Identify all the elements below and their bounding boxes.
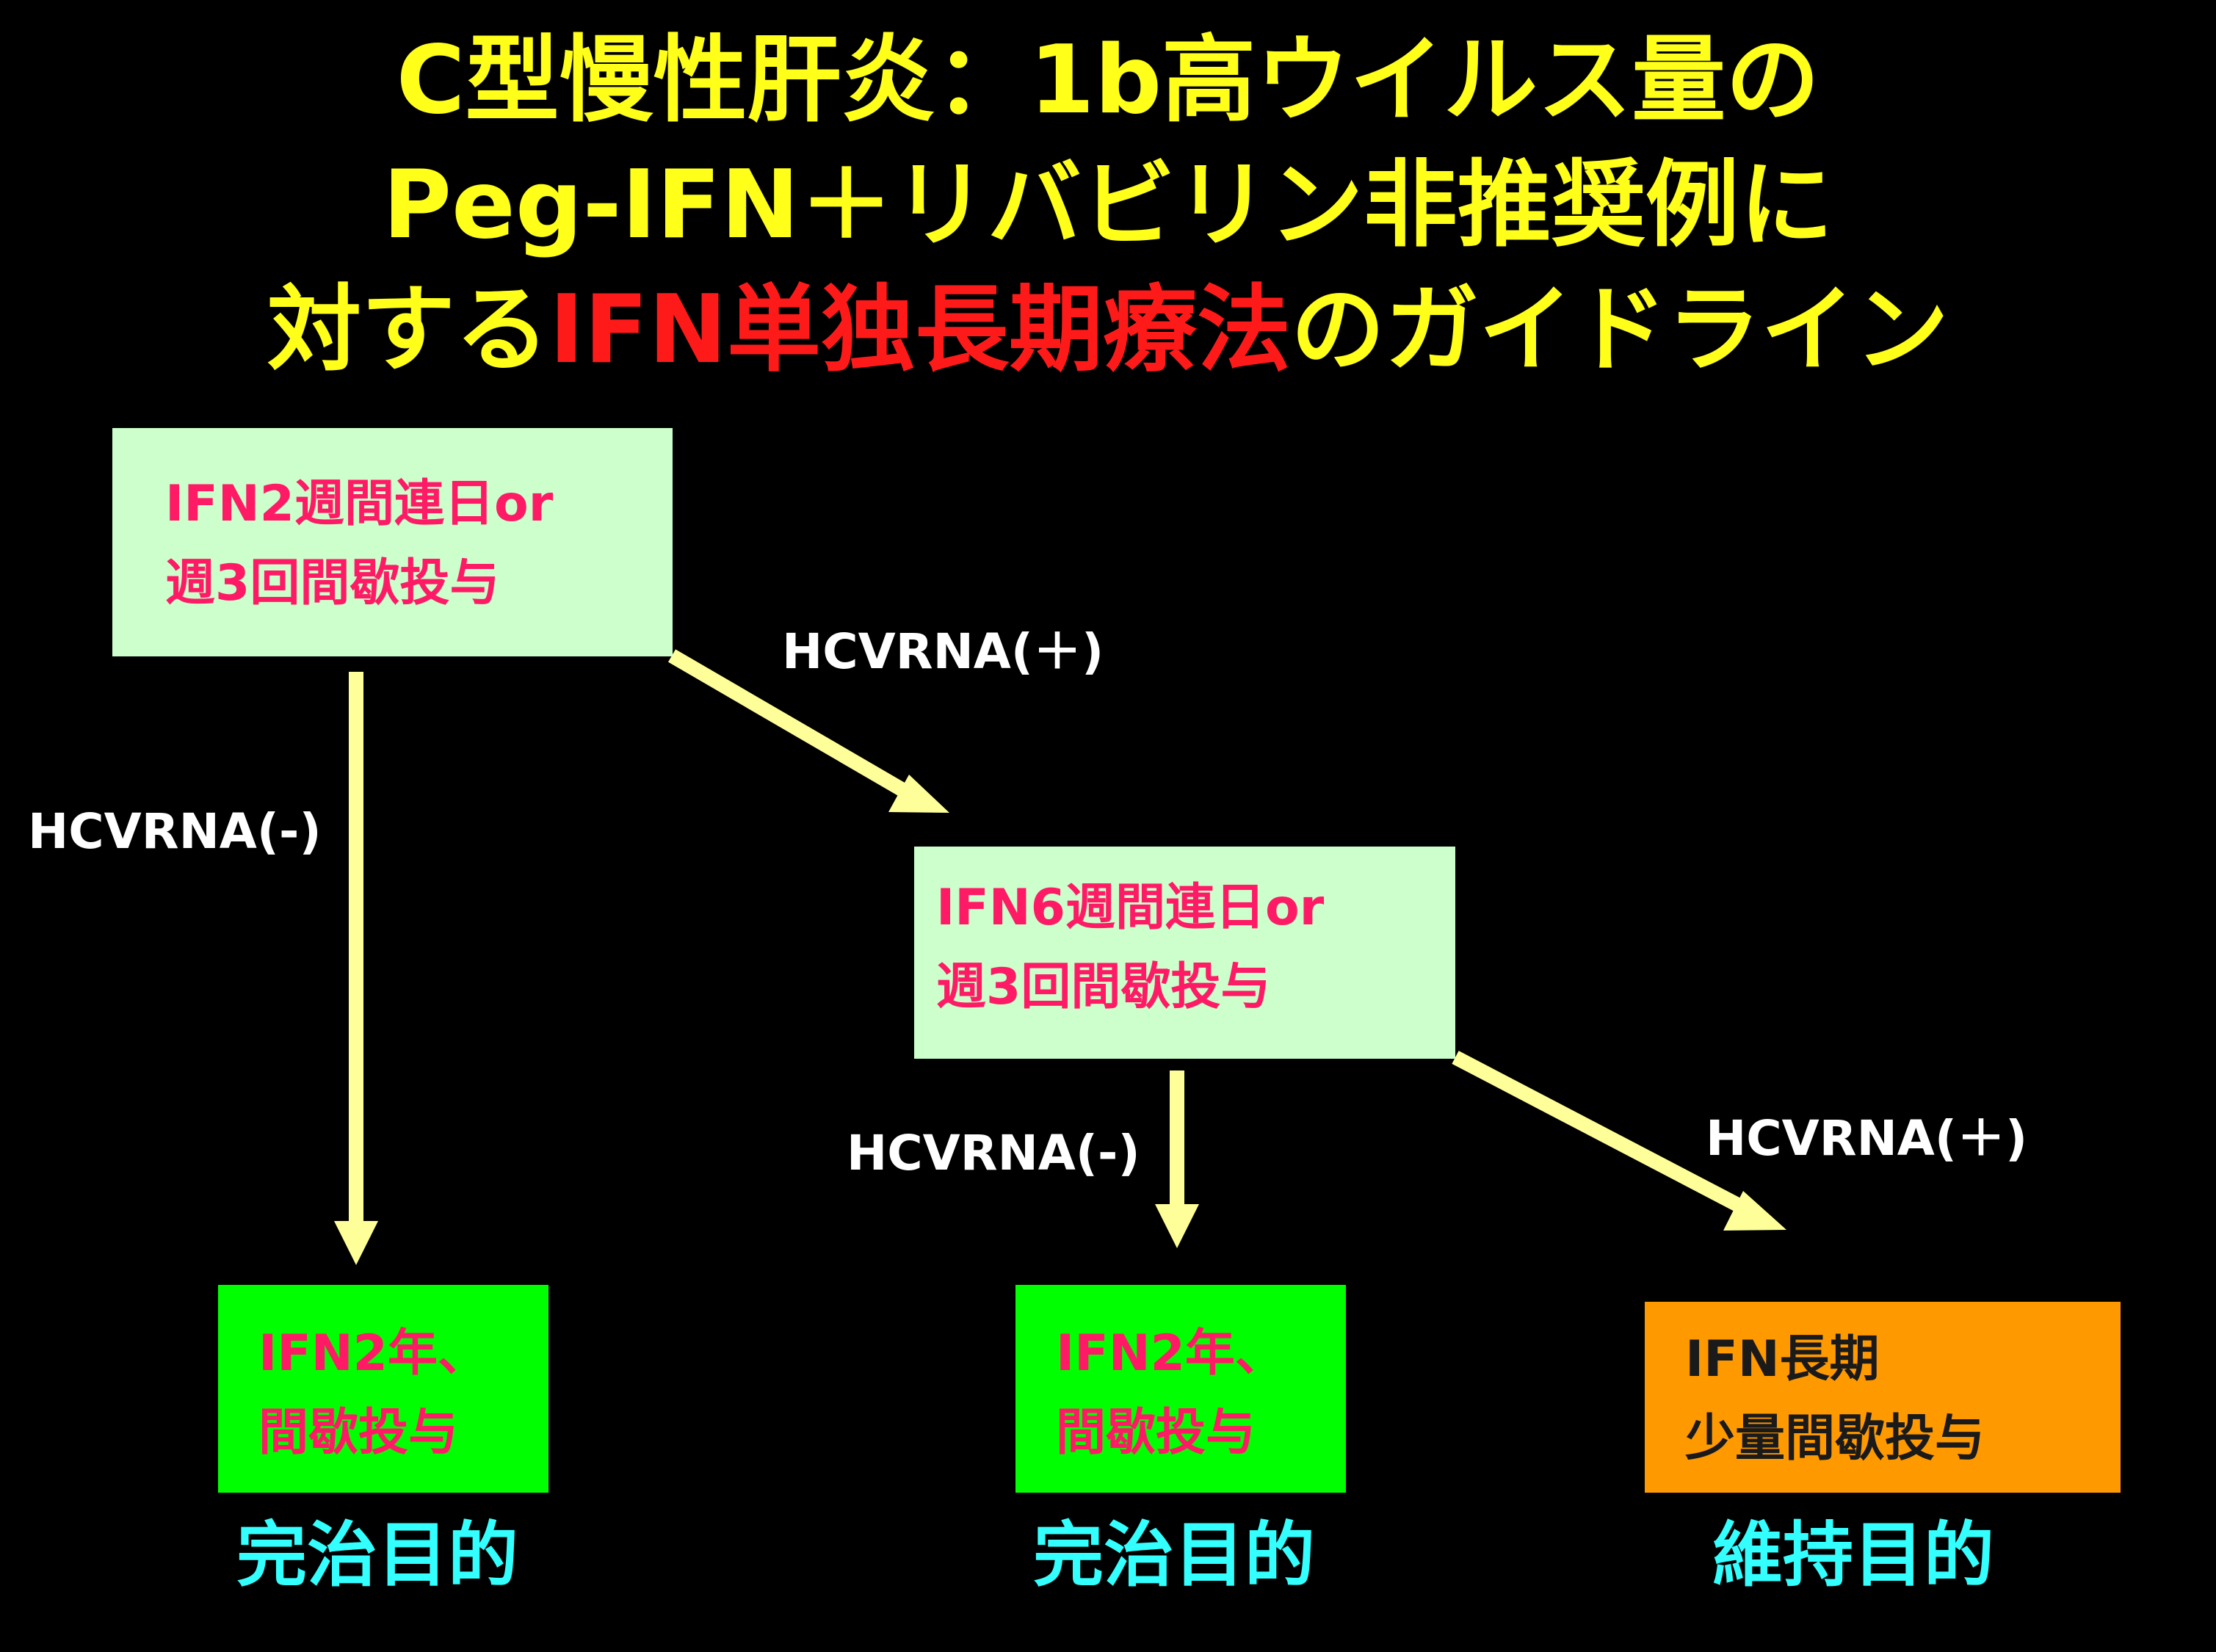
extended-treatment-box: IFN6週間連日or 週3回間歇投与 <box>914 847 1455 1059</box>
title-line-3: 対するIFN単独長期療法のガイドライン <box>0 272 2216 389</box>
arrow-initial-to-extended-head <box>888 775 949 813</box>
initial-treatment-line-1: IFN2週間連日or <box>165 475 554 533</box>
outcome-middle-box: IFN2年、 間歇投与 <box>1015 1285 1346 1493</box>
outcome-left-box: IFN2年、 間歇投与 <box>218 1285 548 1493</box>
outcome-left-line-1: IFN2年、 <box>258 1325 488 1383</box>
title-line-1: C型慢性肝炎：1b高ウイルス量の <box>396 26 1820 135</box>
arrow-extended-to-outcome-right <box>1452 1051 1751 1217</box>
title-line-3-suffix: のガイドライン <box>1291 275 1949 385</box>
purpose-right: 維持目的 <box>1712 1514 1994 1596</box>
title-line-3-highlight: IFN単独長期療法 <box>548 275 1292 385</box>
title-line-3-prefix: 対する <box>267 275 549 385</box>
outcome-middle-line-1: IFN2年、 <box>1056 1325 1285 1383</box>
arrow-initial-to-outcome-left-head <box>334 1221 378 1265</box>
initial-treatment-box: IFN2週間連日or 週3回間歇投与 <box>112 428 673 656</box>
arrow-initial-to-extended <box>667 649 919 803</box>
arrow-extended-to-outcome-middle-head <box>1155 1204 1199 1248</box>
label-hcvrna-negative-2: HCVRNA(-) <box>847 1125 1140 1181</box>
outcome-left-line-2: 間歇投与 <box>258 1404 459 1462</box>
outcome-right-line-2: 少量間歇投与 <box>1685 1410 1985 1468</box>
initial-treatment-line-2: 週3回間歇投与 <box>165 554 500 612</box>
outcome-middle-line-2: 間歇投与 <box>1056 1404 1256 1462</box>
arrow-extended-to-outcome-right-head <box>1723 1191 1786 1231</box>
outcome-right-line-1: IFN長期 <box>1685 1330 1880 1388</box>
label-hcvrna-positive-1: HCVRNA(＋) <box>782 623 1104 680</box>
extended-treatment-line-2: 週3回間歇投与 <box>936 958 1271 1016</box>
purpose-middle: 完治目的 <box>1033 1514 1315 1596</box>
label-hcvrna-negative-1: HCVRNA(-) <box>28 803 322 860</box>
outcome-right-box: IFN長期 少量間歇投与 <box>1645 1302 2121 1493</box>
label-hcvrna-positive-2: HCVRNA(＋) <box>1706 1110 2028 1167</box>
purpose-left: 完治目的 <box>236 1514 518 1596</box>
title-line-2: Peg-IFN＋リバビリン非推奨例に <box>383 151 1833 260</box>
extended-treatment-line-1: IFN6週間連日or <box>936 879 1325 937</box>
